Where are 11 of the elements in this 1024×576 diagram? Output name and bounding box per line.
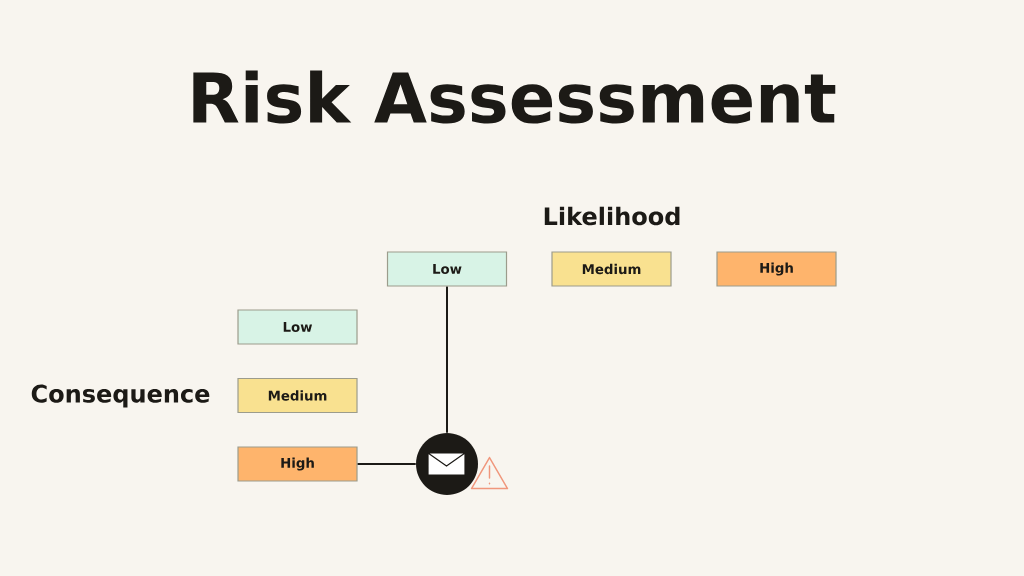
- axis-heading: Likelihood: [544, 206, 680, 226]
- rating-box: Low: [237, 309, 358, 345]
- connector-line: [446, 285, 448, 434]
- connector-line: [356, 463, 417, 465]
- rating-box: Medium: [551, 251, 672, 287]
- axis-heading: Consequence: [31, 384, 210, 408]
- title: Risk Assessment: [193, 70, 836, 124]
- rating-box: High: [237, 446, 358, 482]
- rating-box: Low: [386, 251, 508, 287]
- rating-box: Medium: [237, 377, 358, 414]
- rating-box: High: [716, 251, 837, 287]
